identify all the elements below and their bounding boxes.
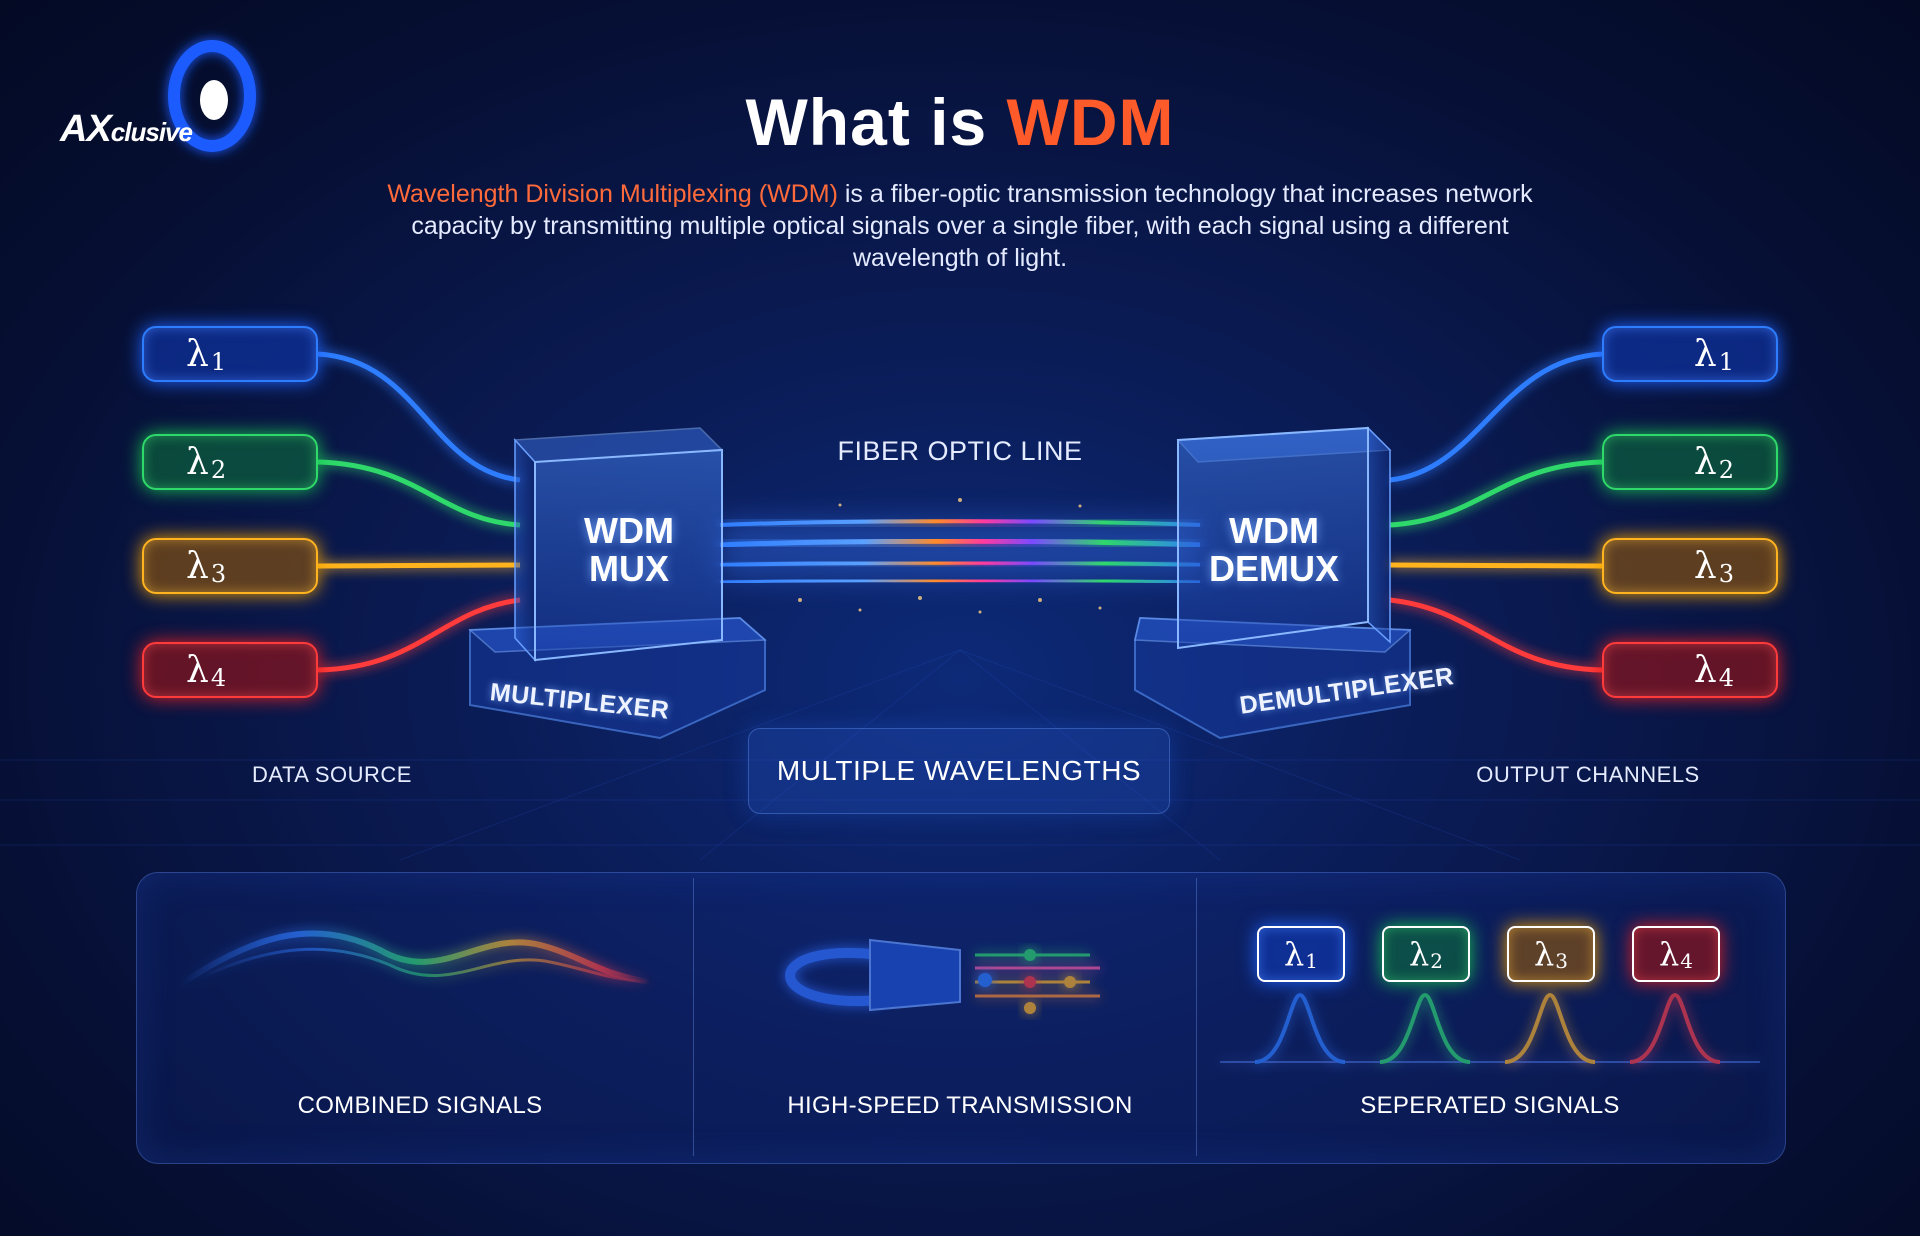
demux-label: WDM DEMUX (1180, 512, 1368, 588)
mux-label: WDM MUX (536, 512, 722, 588)
input-fiber-4 (317, 597, 521, 673)
panel-divider-2 (1196, 878, 1197, 1156)
mux-label-line2: MUX (589, 548, 669, 589)
page-title: What is WDM (0, 84, 1920, 160)
separated-signals-peaks (1220, 992, 1760, 1064)
fiber-connector (785, 938, 1100, 1014)
lambda-index: 4 (1680, 949, 1693, 973)
lambda-symbol: λ (1693, 545, 1717, 587)
panel-divider-1 (693, 878, 694, 1156)
lambda-symbol: λ (1693, 333, 1717, 375)
lambda-index: 1 (210, 348, 227, 376)
input-fiber-3 (317, 562, 521, 569)
lambda-symbol: λ (1658, 935, 1680, 973)
lambda-index: 3 (210, 560, 227, 588)
peak-2 (1379, 992, 1471, 1064)
title-prefix: What is (745, 85, 988, 159)
demux-label-line2: DEMUX (1208, 548, 1339, 589)
lambda-index: 2 (1718, 456, 1734, 484)
lambda-symbol: λ (1693, 649, 1717, 691)
intro-rest: is a fiber-optic transmission technology… (411, 180, 1533, 272)
lambda-symbol: λ (1283, 935, 1305, 973)
bottom-panel (136, 872, 1786, 1164)
mux-label-line1: WDM (584, 510, 674, 551)
lambda-index: 1 (1718, 348, 1734, 376)
lambda-symbol: λ (1533, 935, 1555, 973)
output-channels-label: OUTPUT CHANNELS (1476, 762, 1700, 787)
output-fibers (1389, 351, 1603, 673)
intro-highlight: Wavelength Division Multiplexing (WDM) (387, 180, 838, 208)
output-fiber-2 (1389, 459, 1603, 528)
logo-main-text: AX (60, 108, 112, 150)
input-fiber-2 (317, 459, 521, 528)
title-accent: WDM (1006, 85, 1175, 159)
intro-text: Wavelength Division Multiplexing (WDM) i… (380, 178, 1540, 274)
logo-small-text: clusive (110, 117, 193, 147)
output-fiber-4 (1389, 597, 1603, 673)
combined-signals-label: COMBINED SIGNALS (297, 1092, 543, 1119)
high-speed-transmission-label: HIGH-SPEED TRANSMISSION (787, 1092, 1133, 1119)
lambda-index: 1 (1305, 949, 1318, 973)
input-fibers (317, 351, 521, 673)
lambda-symbol: λ (186, 441, 209, 483)
separated-signals-label: SEPERATED SIGNALS (1360, 1092, 1620, 1119)
lambda-symbol: λ (186, 333, 209, 375)
peak-1 (1254, 992, 1346, 1064)
floor-grid (0, 649, 1920, 861)
output-fiber-3 (1389, 562, 1603, 569)
demux-label-line1: WDM (1229, 510, 1319, 551)
lambda-index: 2 (210, 456, 227, 484)
lambda-symbol: λ (1693, 441, 1717, 483)
multiple-wavelengths-label: MULTIPLE WAVELENGTHS (748, 728, 1170, 814)
fiber-optic-line-label: FIBER OPTIC LINE (837, 436, 1083, 466)
lambda-index: 4 (1718, 664, 1734, 692)
peak-4 (1629, 992, 1721, 1064)
lambda-index: 2 (1430, 949, 1443, 973)
input-fiber-1 (317, 351, 521, 483)
data-source-label: DATA SOURCE (252, 762, 412, 787)
lambda-symbol: λ (1408, 935, 1430, 973)
fiber-optic-beam (719, 498, 1201, 614)
combined-signals-wave (178, 930, 651, 988)
demux-device (1134, 426, 1412, 740)
brand-logo: AXclusive (60, 108, 193, 151)
logo-mark (168, 40, 256, 152)
output-fiber-1 (1389, 351, 1603, 483)
lambda-symbol: λ (186, 545, 209, 587)
lambda-index: 4 (210, 664, 227, 692)
mux-device (468, 427, 767, 740)
lambda-index: 3 (1555, 949, 1568, 973)
peak-3 (1504, 992, 1596, 1064)
lambda-symbol: λ (186, 649, 209, 691)
lambda-index: 3 (1718, 560, 1734, 588)
